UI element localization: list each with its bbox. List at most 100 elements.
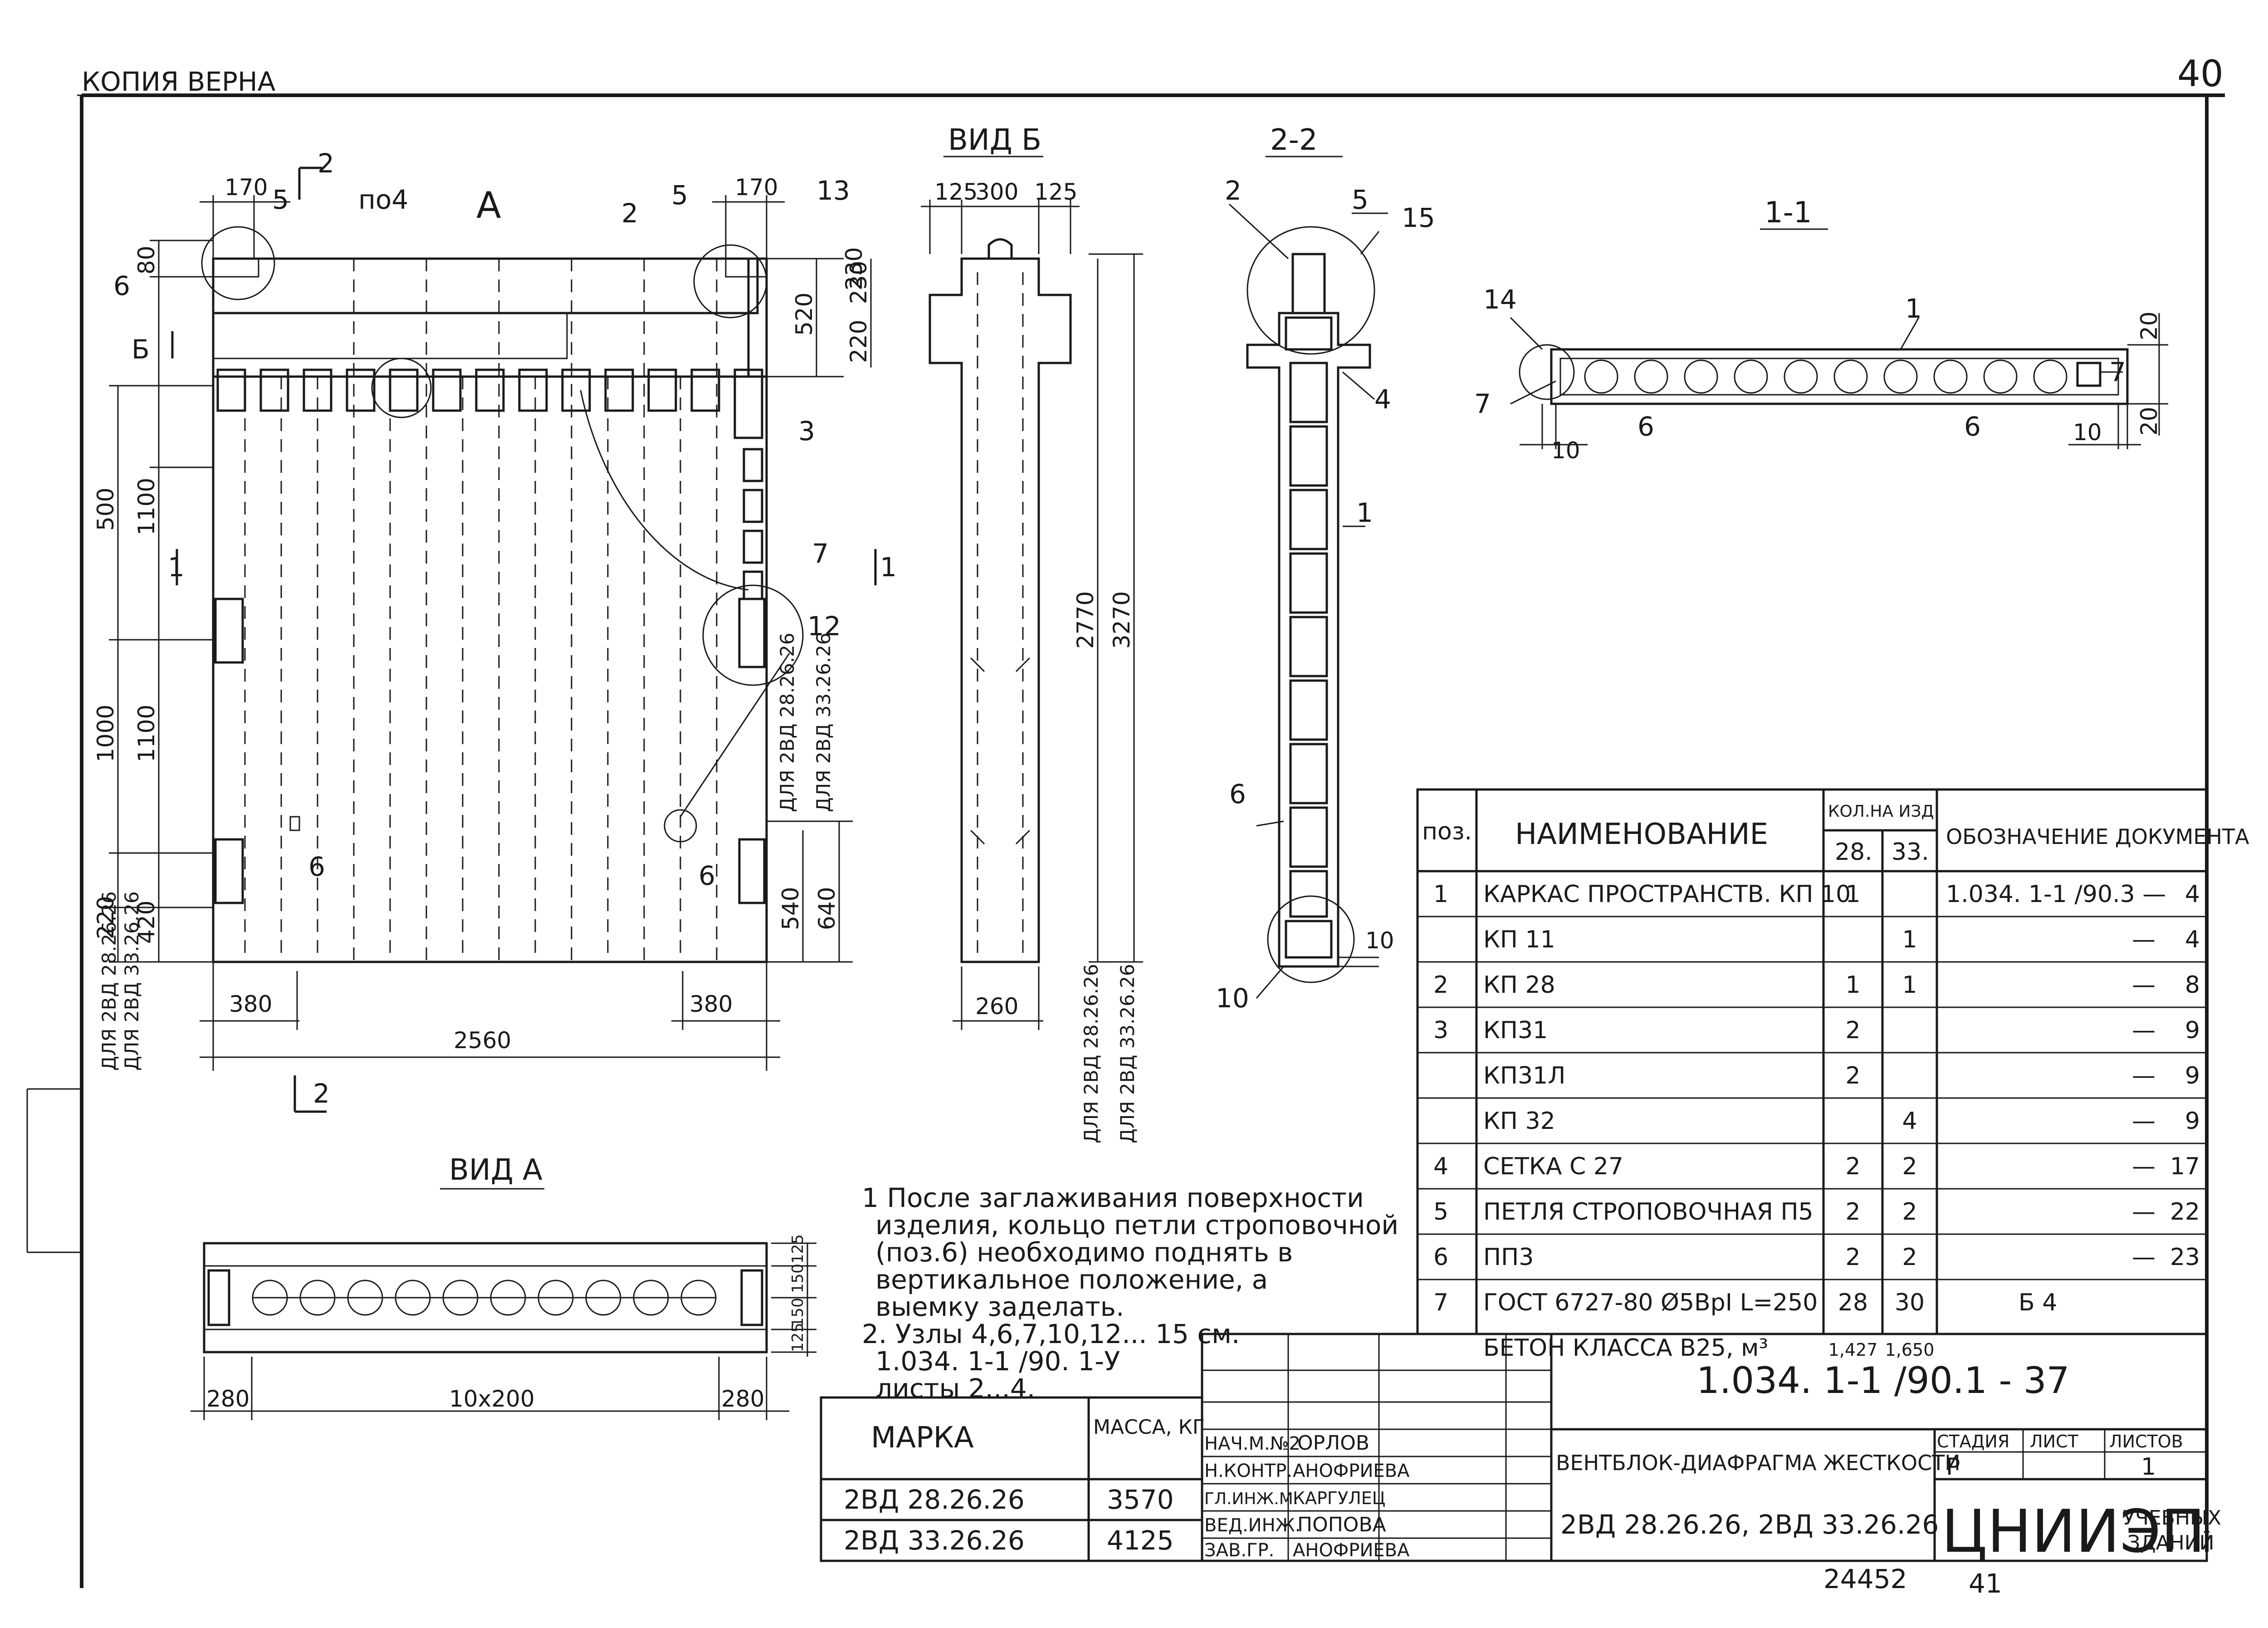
- spec-cell-sheet: 9: [2185, 1017, 2200, 1044]
- sheet-number-top: 40: [2177, 53, 2224, 95]
- view-a: ВИД А 280 10х200 280: [191, 1153, 816, 1420]
- spec-cell-doc: —: [2132, 1153, 2156, 1180]
- spec-cell-sheet: 4: [2185, 926, 2200, 953]
- dim-1100-a: 1100: [133, 478, 160, 535]
- note-line-8: листы 2...4.: [875, 1373, 1035, 1404]
- label-6c: 6: [699, 860, 715, 891]
- note-right-28: ДЛЯ 2ВД 28.26.26: [776, 633, 798, 812]
- sheets-value: 1: [2141, 1453, 2156, 1481]
- view-a-dim-280b: 280: [721, 1386, 764, 1412]
- dim-420: 420: [133, 901, 160, 944]
- spec-cell-pos: 7: [1433, 1289, 1448, 1316]
- spec-cell-doc: —: [2132, 1017, 2156, 1044]
- dim-1000: 1000: [93, 705, 119, 762]
- bottom-number-2: 41: [1969, 1568, 2002, 1599]
- section-mark-1-right: 1: [880, 552, 897, 583]
- spec-cell-q28: 2: [1845, 1062, 1860, 1089]
- spec-cell-pos: 3: [1433, 1017, 1448, 1044]
- view-b-dim-125a: 125: [934, 179, 978, 205]
- spec-cell-pos: 5: [1433, 1198, 1448, 1226]
- s22-label-4: 4: [1374, 384, 1391, 415]
- s11-dim-20a: 20: [2136, 311, 2162, 340]
- spec-cell-q28: 1,427: [1828, 1340, 1878, 1360]
- s11-label-7b: 7: [2109, 357, 2126, 387]
- view-b-dim-260: 260: [975, 993, 1018, 1020]
- spec-cell-q28: 1: [1845, 881, 1860, 908]
- spec-cell-sheet: 22: [2170, 1198, 2200, 1226]
- spec-cell-name: КАРКАС ПРОСТРАНСТВ. КП 10: [1483, 881, 1851, 908]
- spec-cell-name: КП31Л: [1483, 1062, 1565, 1089]
- s11-label-6a: 6: [1637, 411, 1654, 442]
- org-sub-1: УЧЕБНЫХ: [2123, 1506, 2221, 1530]
- spec-h-name: НАИМЕНОВАНИЕ: [1515, 818, 1768, 851]
- spec-cell-doc: —: [2132, 1108, 2156, 1135]
- note-line-3: (поз.6) необходимо поднять в: [875, 1237, 1293, 1268]
- label-5a: 5: [272, 184, 289, 215]
- view-b-title: ВИД Б: [948, 123, 1041, 157]
- spec-cell-sheet: 23: [2170, 1244, 2200, 1271]
- label-3: 3: [798, 416, 815, 446]
- s11-dim-20b: 20: [2136, 407, 2162, 436]
- view-a-dim-150b: 150: [789, 1298, 807, 1327]
- spec-cell-name: ПЕТЛЯ СТРОПОВОЧНАЯ П5: [1483, 1198, 1813, 1226]
- note-line-1: 1 После заглаживания поверхности: [862, 1182, 1364, 1213]
- spec-cell-q28: 2: [1845, 1153, 1860, 1180]
- spec-cell-doc: 1.034. 1-1 /90.3 —: [1946, 881, 2166, 908]
- view-b-note-28: ДЛЯ 2ВД 28.26.26: [1080, 964, 1102, 1143]
- staff-role-4: ВЕД.ИНЖ.: [1204, 1515, 1300, 1536]
- copy-stamp: КОПИЯ ВЕРНА: [82, 66, 276, 97]
- spec-cell-sheet: 4: [2185, 881, 2200, 908]
- dim-540: 540: [777, 887, 804, 930]
- spec-cell-doc: —: [2132, 1198, 2156, 1226]
- s22-label-1: 1: [1356, 497, 1373, 528]
- note-line-7: 1.034. 1-1 /90. 1-У: [875, 1346, 1120, 1377]
- spec-cell-pos: 6: [1433, 1244, 1448, 1271]
- s11-label-14: 14: [1483, 284, 1517, 315]
- spec-h-q28: 28.: [1835, 839, 1872, 866]
- dim-2560: 2560: [454, 1027, 511, 1054]
- spec-h-q33: 33.: [1892, 839, 1929, 866]
- spec-cell-q33: 1: [1902, 926, 1917, 953]
- s11-dim-10b: 10: [2073, 419, 2102, 446]
- spec-cell-name: ГОСТ 6727-80 Ø5ВрI L=250: [1483, 1289, 1818, 1316]
- note-left-28: ДЛЯ 2ВД 28.26.26: [98, 891, 120, 1071]
- general-notes: 1 После заглаживания поверхности изделия…: [862, 1182, 1398, 1404]
- note-line-4: вертикальное положение, а: [875, 1264, 1268, 1295]
- mass-row-1-mark: 2ВД 28.26.26: [844, 1484, 1025, 1515]
- spec-cell-doc: —: [2132, 926, 2156, 953]
- spec-cell-name: ПП3: [1483, 1244, 1534, 1271]
- spec-h-qty: КОЛ.НА ИЗД.: [1828, 802, 1939, 821]
- title-block: 1.034. 1-1 /90.1 - 37 НАЧ.М.№2 ОРЛОВ Н.К…: [1201, 1333, 2221, 1566]
- spec-cell-q33: 1,650: [1885, 1340, 1935, 1360]
- spec-cell-q33: 2: [1902, 1244, 1917, 1271]
- spec-cell-name: СЕТКА С 27: [1483, 1153, 1623, 1180]
- section-22-title: 2-2: [1270, 123, 1318, 157]
- staff-name-2: АНОФРИЕВА: [1293, 1461, 1410, 1481]
- dim-500: 500: [93, 488, 119, 531]
- label-6b: 6: [308, 851, 325, 882]
- sheets-header: ЛИСТОВ: [2109, 1432, 2183, 1451]
- view-b-note-33: ДЛЯ 2ВД 33.26.26: [1116, 964, 1139, 1143]
- mass-table: МАРКА МАССА, КГ 2ВД 28.26.26 3570 2ВД 33…: [820, 1396, 1205, 1562]
- spec-cell-q28: 28: [1838, 1289, 1868, 1316]
- staff-role-3: ГЛ.ИНЖ.М.: [1204, 1490, 1298, 1508]
- spec-cell-sheet: 9: [2185, 1108, 2200, 1135]
- title-line-1: ВЕНТБЛОК-ДИАФРАГМА ЖЕСТКОСТИ: [1556, 1451, 1960, 1475]
- dim-80: 80: [133, 245, 160, 275]
- front-view-title: А: [476, 184, 501, 226]
- spec-table: поз. НАИМЕНОВАНИЕ КОЛ.НА ИЗД. 28. 33. ОБ…: [1416, 788, 2249, 1335]
- mass-row-2-mass: 4125: [1107, 1525, 1174, 1556]
- staff-name-1: ОРЛОВ: [1297, 1432, 1369, 1455]
- stage-value: Р: [1946, 1453, 1960, 1481]
- spec-cell-doc: —: [2132, 971, 2156, 999]
- label-pos4: по4: [358, 184, 408, 215]
- view-a-dim-125b: 125: [789, 1323, 807, 1352]
- mass-row-1-mass: 3570: [1107, 1484, 1174, 1515]
- dim-640: 640: [814, 887, 840, 930]
